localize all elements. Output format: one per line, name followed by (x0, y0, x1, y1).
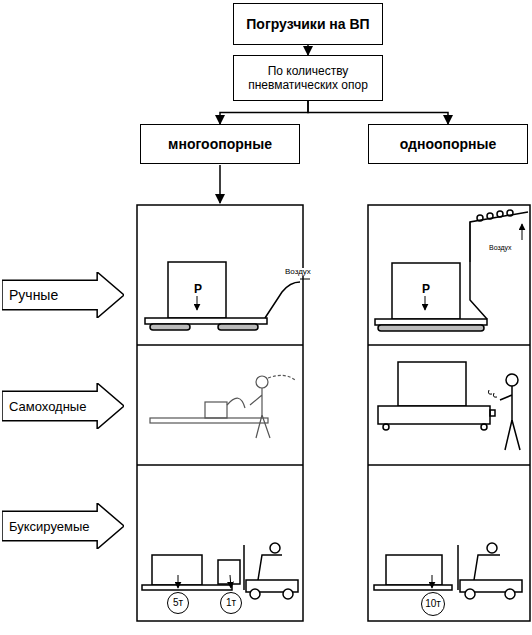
panel-grid (137, 205, 530, 621)
node-text: Ручные (9, 287, 58, 303)
row-arrow: Самоходные (2, 383, 124, 429)
load-circle: 5т (167, 592, 189, 614)
node-text: Самоходные (9, 399, 86, 414)
node-text: 10т (425, 599, 441, 609)
load-circle: 1т (220, 592, 242, 614)
panel-arrow (219, 165, 221, 203)
row-arrow: Буксируемые (2, 503, 124, 549)
title-box: Погрузчики на ВП (233, 3, 383, 45)
air-label: Воздух (488, 244, 513, 251)
connector (308, 101, 448, 124)
manual-single-loader (375, 210, 528, 331)
towed-single-loader (374, 543, 522, 599)
towed-multi-loader (142, 543, 298, 599)
connector (307, 45, 309, 55)
selfpropelled-single-loader (378, 362, 520, 450)
category-box: многоопорные (140, 124, 300, 164)
force-label: P (193, 283, 203, 295)
node-text: По количеству пневматических опор (240, 64, 376, 92)
air-label: Воздух (284, 268, 312, 276)
force-label: P (421, 283, 431, 295)
node-text: Погрузчики на ВП (246, 16, 369, 32)
category-box: одноопорные (368, 124, 528, 164)
node-text: одноопорные (400, 136, 497, 152)
connector (220, 101, 308, 124)
node-text: 1т (226, 598, 236, 608)
load-circle: 10т (421, 592, 445, 616)
criterion-box: По количеству пневматических опор (233, 55, 383, 101)
node-text: Буксируемые (9, 519, 90, 534)
selfpropelled-multi-loader (150, 375, 295, 438)
node-text: 5т (173, 598, 183, 608)
row-arrow: Ручные (2, 272, 124, 318)
node-text: многоопорные (168, 136, 272, 152)
